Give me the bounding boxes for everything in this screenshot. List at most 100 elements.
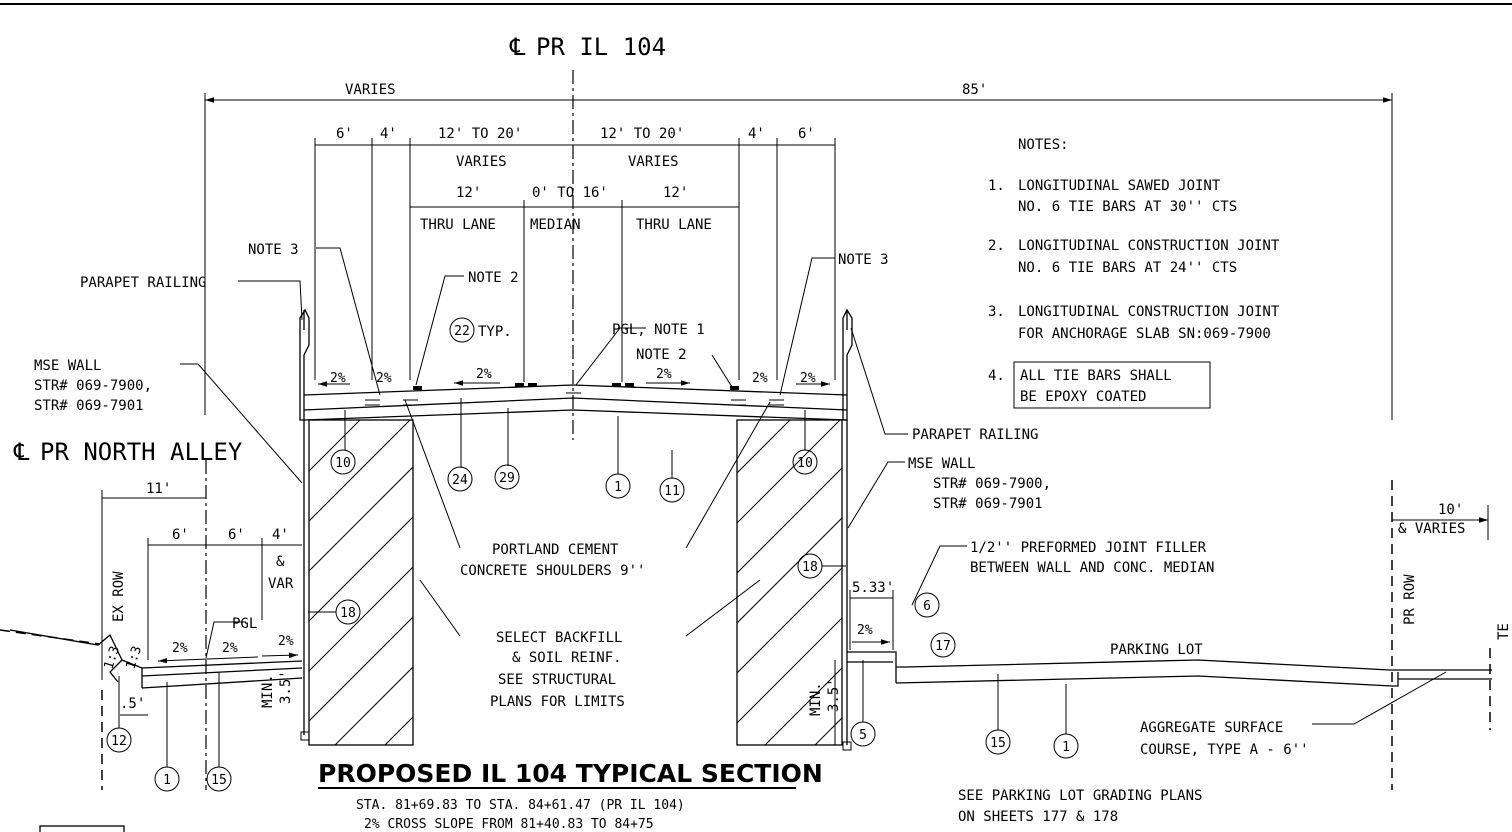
bubble-1-center: 1: [605, 473, 631, 499]
aggregate-1: AGGREGATE SURFACE: [1140, 720, 1283, 736]
parapet-left: [299, 308, 310, 421]
slope-4: 2%: [656, 367, 672, 382]
filler-1: 1/2'' PREFORMED JOINT FILLER: [970, 540, 1207, 556]
dim-offset-right: 5.33': [852, 580, 894, 596]
alley-centerline-symbol: ℄: [13, 438, 30, 466]
backfill-2: & SOIL REINF.: [512, 650, 622, 666]
label-median: MEDIAN: [530, 217, 581, 233]
title-block: PROPOSED IL 104 TYPICAL SECTION STA. 81+…: [318, 759, 823, 832]
alley-slope-1: 2%: [172, 641, 188, 656]
typ-label: TYP.: [478, 324, 512, 340]
callout-texts: NOTE 3 NOTE 3 NOTE 2 NOTE 2 TYP. PGL, NO…: [34, 242, 1309, 758]
dim-lane-right: 12': [663, 185, 688, 201]
corner-box: [39, 825, 125, 832]
pgl-note1: PGL, NOTE 1: [612, 322, 705, 338]
slope-2: 2%: [376, 371, 392, 386]
note2-line2: NO. 6 TIE BARS AT 24'' CTS: [1018, 260, 1237, 276]
te-label: TE: [1496, 623, 1512, 640]
note2-lower: NOTE 2: [636, 347, 687, 363]
dim-six-left: 6': [336, 126, 353, 142]
mse-right-3: STR# 069-7901: [933, 496, 1043, 512]
backfill-1: SELECT BACKFILL: [496, 630, 622, 646]
bubble-18-left-text: 18: [340, 606, 356, 621]
mse-wall-right: [736, 419, 852, 751]
mse-wall-left: [300, 419, 414, 746]
filler-2: BETWEEN WALL AND CONC. MEDIAN: [970, 560, 1214, 576]
note3-num: 3.: [988, 304, 1005, 320]
note2-num: 2.: [988, 238, 1005, 254]
note3-left: NOTE 3: [248, 242, 299, 258]
bubble-18-right-text: 18: [802, 560, 818, 575]
alley-slope-arrow: [157, 656, 259, 664]
bubble-12: 12: [106, 727, 132, 753]
pcc-1: PORTLAND CEMENT: [492, 542, 619, 558]
bubble-18-left: 18: [335, 599, 361, 625]
dim-six-right: 6': [798, 126, 815, 142]
aggregate-leader: [1312, 671, 1447, 725]
note4-box: [1013, 361, 1211, 409]
note3-line1: LONGITUDINAL CONSTRUCTION JOINT: [1018, 304, 1280, 320]
note3-right: NOTE 3: [838, 252, 889, 268]
bubble-1-left: 1: [154, 766, 180, 792]
slope-6: 2%: [800, 371, 816, 386]
joint-marks: [413, 383, 739, 390]
mse-left-2: STR# 069-7900,: [34, 378, 152, 394]
dim-alley-6a: 6': [172, 527, 189, 543]
shoulder-dimensions: 6' 4' 12' TO 20' VARIES 12' TO 20' VARIE…: [314, 126, 836, 380]
min-left-val: 3.5': [278, 670, 294, 704]
dim-four-right: 4': [748, 126, 765, 142]
dim-varies-right: VARIES: [628, 154, 679, 170]
pr-row-dim: 10': [1438, 502, 1463, 518]
dim-varies-left: VARIES: [456, 154, 507, 170]
parking-lot-label: PARKING LOT: [1110, 642, 1203, 658]
dim-alley-and: &: [276, 554, 285, 570]
dim-four-left: 4': [380, 126, 397, 142]
bubble-22: 22: [449, 317, 475, 343]
main-centerline: ℄ PR IL 104: [509, 33, 666, 440]
item-bubbles: 22 10 24 29 1 11 10 18 18 6 17 5 15 1 12…: [106, 317, 1079, 792]
bubble-29-text: 29: [499, 471, 515, 486]
bubble-1-center-text: 1: [614, 480, 622, 495]
bubble-17: 17: [930, 632, 956, 658]
min-right-val: 3.5': [826, 678, 842, 712]
bubble-11-text: 11: [664, 484, 680, 499]
bubble-1-right: 1: [1053, 733, 1079, 759]
bubble-leaders: [118, 660, 1067, 767]
note4-line2: BE EPOXY COATED: [1020, 389, 1146, 405]
bubble-24-text: 24: [452, 473, 468, 488]
parapet-left-label: PARAPET RAILING: [80, 275, 206, 291]
slope-parking: 2%: [857, 623, 873, 638]
dim-lane-left: 12': [456, 185, 481, 201]
backfill-4: PLANS FOR LIMITS: [490, 694, 625, 710]
leaders: [180, 247, 967, 637]
alley-slope-arrow-2: [261, 652, 299, 658]
centerline-symbol: ℄: [509, 33, 526, 61]
bubble-12-text: 12: [111, 734, 127, 749]
min-right: MIN.: [808, 682, 824, 716]
bubble-10-left: 10: [330, 449, 356, 475]
pgl-alley: PGL: [232, 616, 257, 632]
bubble-17-text: 17: [935, 639, 951, 654]
alley-dimension-text: 11' 6' 6' 4' & VAR .5' PGL 2% 2% 2% 1:3 …: [102, 481, 294, 712]
note4-num: 4.: [988, 368, 1005, 384]
note1-line1: LONGITUDINAL SAWED JOINT: [1018, 178, 1221, 194]
pavement-slab: [303, 384, 848, 421]
backfill-3: SEE STRUCTURAL: [498, 672, 616, 688]
note1-line2: NO. 6 TIE BARS AT 30'' CTS: [1018, 199, 1237, 215]
parapet-right-label: PARAPET RAILING: [912, 427, 1038, 443]
slope-3: 2%: [476, 367, 492, 382]
pr-row-varies: & VARIES: [1398, 521, 1465, 537]
min-left: MIN.: [260, 674, 276, 708]
pcc-2: CONCRETE SHOULDERS 9'': [460, 563, 645, 579]
bubble-10-left-text: 10: [335, 456, 351, 471]
mse-left-1: MSE WALL: [34, 358, 101, 374]
notes-heading: NOTES:: [1018, 137, 1069, 153]
ratio-1: 1:3: [102, 644, 124, 671]
alley-slope-2: 2%: [222, 641, 238, 656]
dim-half-ft: .5': [120, 696, 145, 712]
parking-lot-pavement: [847, 651, 1492, 687]
dim-alley-var: VAR: [268, 576, 294, 592]
drawing-subtitle-2: 2% CROSS SLOPE FROM 81+40.83 TO 84+75: [364, 817, 654, 832]
notes-block: NOTES: 1. LONGITUDINAL SAWED JOINT NO. 6…: [988, 137, 1280, 409]
